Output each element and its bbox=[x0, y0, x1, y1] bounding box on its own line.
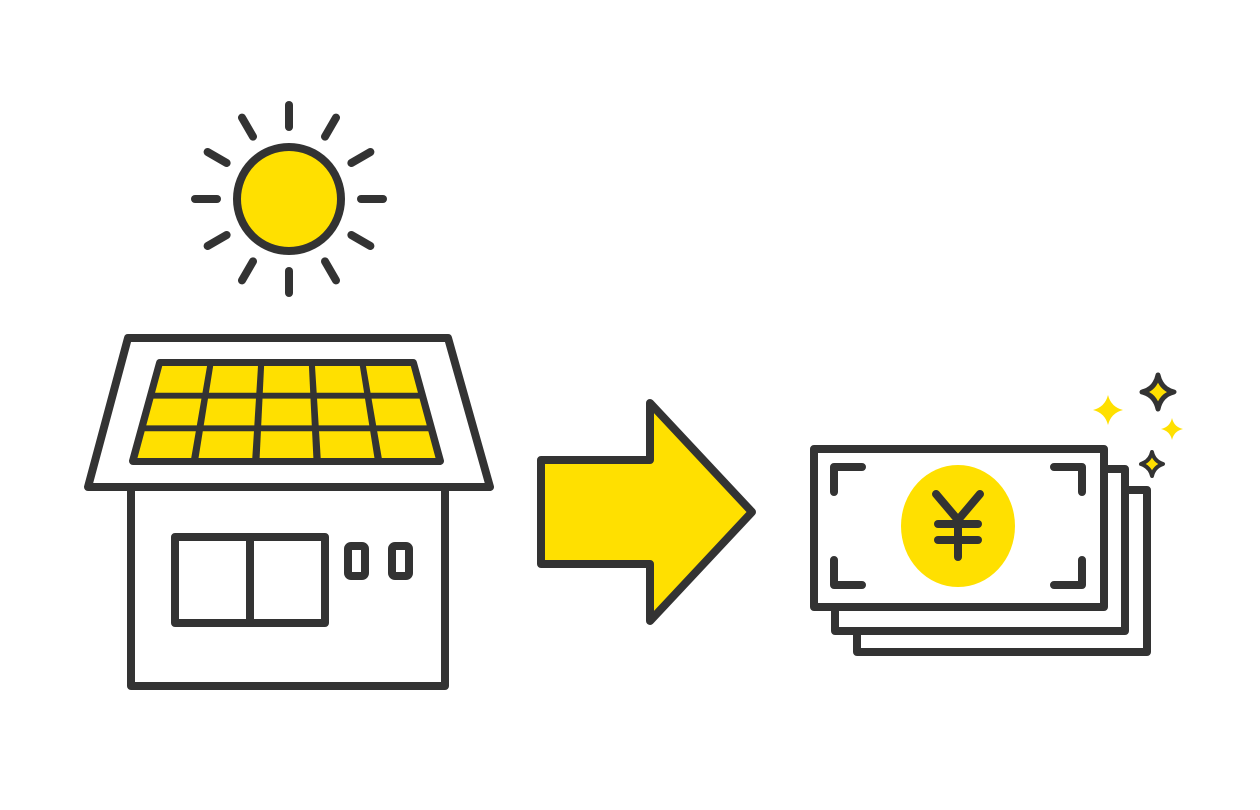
solar-panel bbox=[129, 359, 444, 465]
solar-panel-cell bbox=[155, 365, 208, 393]
house-vent-left bbox=[344, 542, 369, 580]
solar-panel-cell bbox=[137, 431, 196, 459]
sun-ray bbox=[347, 231, 375, 250]
solar-panel-cell bbox=[203, 398, 256, 426]
solar-panel-cell bbox=[262, 365, 311, 393]
solar-panel-cell bbox=[208, 365, 258, 393]
bracket-top-right bbox=[1050, 463, 1086, 496]
bracket-bottom-right bbox=[1050, 556, 1086, 589]
sun-ray bbox=[203, 231, 231, 250]
solar-panel-cell bbox=[365, 365, 418, 393]
sun-ray bbox=[203, 148, 231, 167]
sun-ray bbox=[238, 257, 257, 285]
sun-ray bbox=[347, 148, 375, 167]
sun-disc bbox=[233, 143, 345, 255]
solar-panel-cell bbox=[319, 431, 375, 459]
solar-panel-cell bbox=[317, 398, 370, 426]
arrow-right-icon bbox=[537, 399, 756, 625]
bracket-bottom-left bbox=[830, 556, 866, 589]
house-vent-right bbox=[388, 542, 413, 580]
sparkle-icon bbox=[1093, 372, 1183, 478]
sun-ray bbox=[238, 113, 257, 141]
sun-ray bbox=[321, 113, 340, 141]
solar-panel-cell bbox=[259, 431, 314, 459]
sparkle-small-outline bbox=[1139, 450, 1165, 478]
sun-rays bbox=[191, 101, 387, 297]
solar-panel-cell bbox=[377, 431, 436, 459]
solar-panel-cell bbox=[146, 398, 202, 426]
yen-sign-icon bbox=[932, 490, 984, 561]
solar-panel-cell bbox=[371, 398, 427, 426]
banknote-stack-icon bbox=[810, 445, 1151, 656]
solar-panel-cell bbox=[261, 398, 312, 426]
sun-ray bbox=[321, 257, 340, 285]
solar-panel-cell bbox=[315, 365, 365, 393]
solar-panel-cell bbox=[198, 431, 254, 459]
bracket-top-left bbox=[830, 463, 866, 496]
solar-house-icon bbox=[84, 334, 494, 690]
sparkle-yellow-left bbox=[1093, 395, 1123, 425]
sparkle-large-outline bbox=[1139, 372, 1177, 412]
sun-icon bbox=[191, 101, 387, 297]
sparkle-yellow-small bbox=[1161, 418, 1183, 440]
arrow-shape bbox=[537, 399, 756, 625]
